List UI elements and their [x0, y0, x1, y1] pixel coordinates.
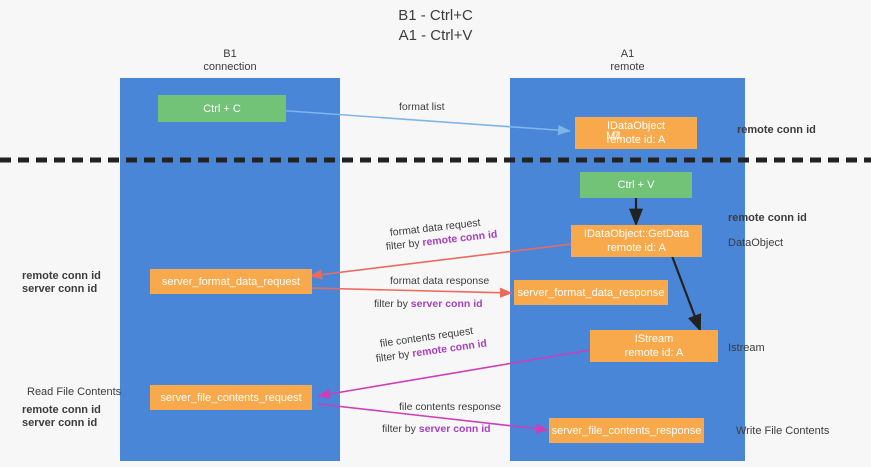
side-label-dataobject: DataObject: [728, 237, 784, 249]
label-file-contents-response: file contents response: [399, 401, 502, 413]
lane-header-b1-role: connection: [203, 61, 257, 73]
lane-header-b1-name: B1: [223, 48, 237, 60]
node-server-format-data-request[interactable]: server_format_data_request: [150, 269, 312, 294]
label-file-contents-response-filter: filter by server conn id: [382, 423, 491, 436]
node-server-file-contents-request-label: server_file_contents_request: [160, 391, 302, 404]
node-ctrl-c[interactable]: Ctrl + C: [158, 95, 286, 122]
side-label-write-file-contents: Write File Contents: [736, 425, 830, 437]
node-getdata-line2: remote id: A: [607, 242, 666, 254]
arrow-format-data-request: [309, 243, 573, 280]
side-label-remote-conn-id-mid: remote conn id: [728, 212, 807, 224]
arrow-format-list: [274, 109, 571, 136]
label-format-list: format list: [399, 101, 445, 113]
node-idataobject-top-line2: remote id: A: [606, 134, 666, 146]
side-label-remote-conn-id-top: remote conn id: [737, 124, 816, 136]
arrow-getdata-istream: [670, 255, 702, 333]
node-getdata[interactable]: IDataObject::GetData remote id: A: [571, 225, 702, 257]
arrow-format-data-response: [309, 287, 513, 298]
node-istream-line1: IStream: [634, 333, 674, 345]
title-line-1: B1 - Ctrl+C: [398, 7, 473, 24]
arrow-file-contents-response: [317, 403, 549, 434]
label-format-data-response-filter-key: server conn id: [410, 298, 483, 310]
side-label-left-server-conn-id-mid: server conn id: [22, 283, 98, 295]
node-server-file-contents-response[interactable]: server_file_contents_response: [549, 418, 704, 443]
node-idataobject-top-name: IDataObject: [606, 120, 666, 132]
node-ctrl-c-label: Ctrl + C: [203, 102, 241, 115]
node-server-format-data-response[interactable]: server_format_data_response: [514, 280, 668, 305]
label-format-data-response-filter-prefix: filter by: [374, 298, 411, 310]
node-server-file-contents-request[interactable]: server_file_contents_request: [150, 385, 312, 410]
label-file-contents-response-filter-key: server conn id: [418, 423, 491, 435]
lane-header-a1-role: remote: [610, 61, 645, 73]
node-server-format-data-request-label: server_format_data_request: [161, 275, 301, 288]
label-file-contents-response-filter-prefix: filter by: [382, 423, 419, 435]
side-label-left-remote-conn-id-bot: remote conn id: [22, 404, 101, 416]
node-getdata-line1: IDataObject::GetData: [583, 228, 690, 240]
node-server-format-data-response-label: server_format_data_response: [517, 286, 665, 299]
diagram-title: B1 - Ctrl+C A1 - Ctrl+V: [0, 6, 871, 46]
lane-header-a1: A1 remote: [510, 48, 745, 74]
lane-header-b1: B1 connection: [120, 48, 340, 74]
title-line-2: A1 - Ctrl+V: [398, 27, 473, 44]
side-label-left-remote-conn-id-mid: remote conn id: [22, 270, 101, 282]
node-server-file-contents-response-label: server_file_contents_response: [551, 424, 702, 437]
node-ctrl-v-label: Ctrl + V: [617, 179, 655, 191]
label-format-data-response: format data response: [390, 275, 490, 287]
node-ctrl-v[interactable]: Ctrl + V: [580, 172, 692, 198]
side-label-read-file-contents: Read File Contents: [27, 386, 122, 398]
lane-header-a1-name: A1: [620, 48, 635, 60]
node-istream[interactable]: IStream remote id: A: [590, 330, 718, 362]
label-format-data-response-filter: filter by server conn id: [374, 298, 483, 311]
side-label-left-server-conn-id-bot: server conn id: [22, 417, 98, 429]
arrow-file-contents-request: [317, 349, 591, 400]
side-label-istream: Istream: [728, 342, 765, 354]
node-istream-line2: remote id: A: [624, 347, 684, 359]
